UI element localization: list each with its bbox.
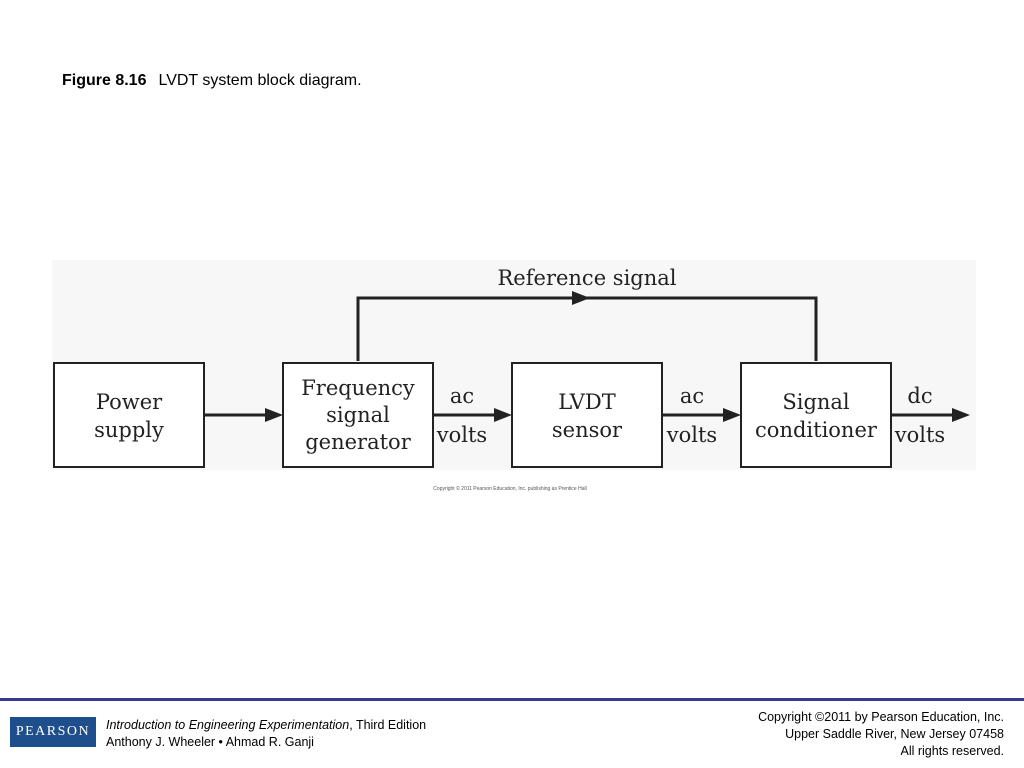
frequency-generator-block: Frequency signal generator (282, 362, 434, 468)
pearson-logo: PEARSON (10, 717, 96, 747)
frequency-generator-line-2: signal (326, 403, 390, 427)
power-supply-block: Power supply (53, 362, 205, 468)
power-supply-line-1: Power (96, 390, 163, 414)
footer (0, 701, 1024, 768)
figure-title: LVDT system block diagram. (158, 72, 362, 89)
signal-conditioner-line-1: Signal (782, 390, 850, 414)
address-line: Upper Saddle River, New Jersey 07458 (785, 727, 1004, 741)
output-label-top: dc (907, 384, 932, 408)
copyright-info: Copyright ©2011 by Pearson Education, In… (758, 709, 1004, 760)
copyright-line: Copyright ©2011 by Pearson Education, In… (758, 710, 1004, 724)
gen-to-sensor-label-bottom: volts (436, 423, 487, 447)
sensor-to-conditioner-label-top: ac (680, 384, 704, 408)
lvdt-sensor-line-1: LVDT (558, 390, 615, 414)
sensor-to-conditioner-label-bottom: volts (666, 423, 717, 447)
rights-line: All rights reserved. (900, 744, 1004, 758)
arrowhead-generator-to-sensor (494, 408, 512, 422)
block-diagram: Reference signal Power supply Frequency … (52, 260, 976, 470)
book-title: Introduction to Engineering Experimentat… (106, 718, 350, 732)
arrowhead-power-to-generator (265, 408, 283, 422)
power-supply-line-2: supply (94, 418, 164, 442)
frequency-generator-line-3: generator (305, 430, 411, 454)
signal-conditioner-line-2: conditioner (755, 418, 878, 442)
block-diagram-svg: Reference signal Power supply Frequency … (53, 266, 970, 468)
lvdt-sensor-block: LVDT sensor (511, 362, 663, 468)
reference-signal-arrowhead (572, 291, 590, 305)
figure-copyright: Copyright © 2011 Pearson Education, Inc.… (433, 485, 586, 492)
output-label-bottom: volts (894, 423, 945, 447)
book-authors: Anthony J. Wheeler • Ahmad R. Ganji (106, 735, 314, 749)
footer-divider (0, 698, 1024, 701)
figure-copyright-svg: Copyright © 2011 Pearson Education, Inc.… (433, 485, 586, 492)
reference-signal-wire (356, 296, 818, 361)
reference-signal-label: Reference signal (498, 266, 677, 290)
gen-to-sensor-label-top: ac (450, 384, 474, 408)
frequency-generator-line-1: Frequency (301, 376, 415, 400)
arrowhead-output (952, 408, 970, 422)
signal-conditioner-block: Signal conditioner (740, 362, 892, 468)
book-edition: , Third Edition (349, 718, 427, 732)
figure-caption: Figure 8.16 LVDT system block diagram. (62, 72, 362, 90)
lvdt-sensor-line-2: sensor (552, 418, 623, 442)
book-info: Introduction to Engineering Experimentat… (106, 717, 426, 751)
pearson-logo-text: PEARSON (15, 724, 91, 739)
figure-number: Figure 8.16 (62, 72, 147, 89)
arrowhead-sensor-to-conditioner (723, 408, 741, 422)
